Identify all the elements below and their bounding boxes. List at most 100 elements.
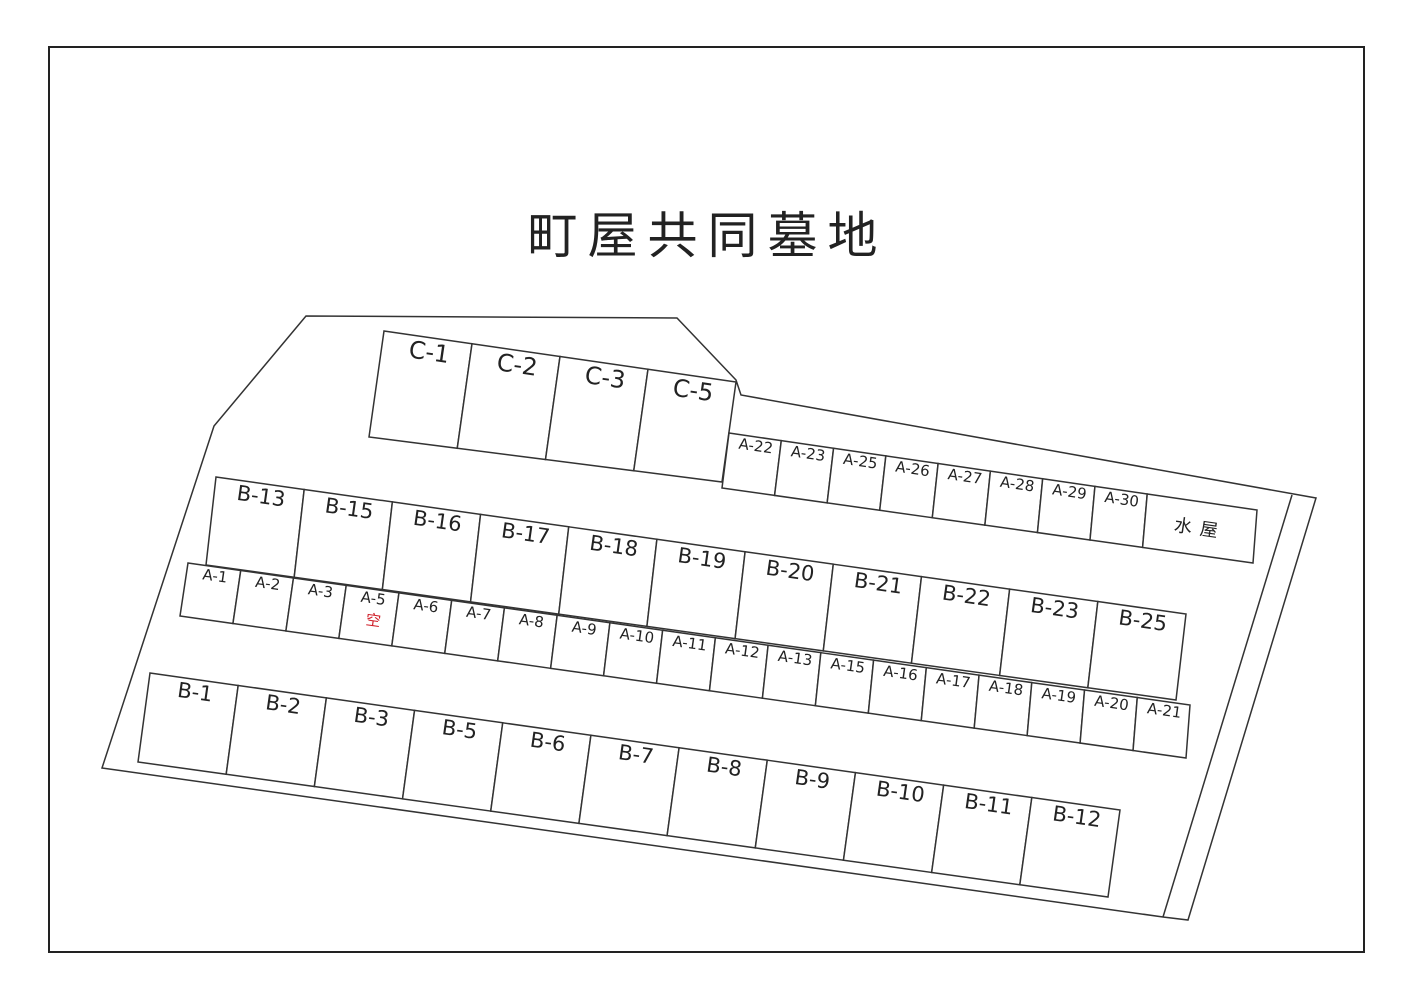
plot-label: A-19 xyxy=(1041,684,1078,707)
plot-label: B-6 xyxy=(529,728,567,757)
plot-A-30[interactable]: A-30 xyxy=(1089,485,1149,549)
plot-A-11[interactable]: A-11 xyxy=(655,629,717,692)
plot-label: C-1 xyxy=(407,335,451,369)
plot-outline xyxy=(1132,696,1191,759)
plot-label: C-2 xyxy=(495,348,539,382)
plot-label: A-6 xyxy=(412,595,439,616)
plot-label: A-22 xyxy=(738,435,775,458)
plot-outline xyxy=(1141,493,1258,564)
plot-B-9[interactable]: B-9 xyxy=(754,759,857,862)
plot-A-17[interactable]: A-17 xyxy=(920,666,980,729)
plot-A-21[interactable]: A-21 xyxy=(1132,696,1191,759)
plot-label: A-18 xyxy=(988,677,1025,700)
plot-B-3[interactable]: B-3 xyxy=(313,697,416,800)
plot-label: B-1 xyxy=(176,678,214,707)
plot-B-25[interactable]: B-25 xyxy=(1086,600,1187,701)
plot-outline xyxy=(1086,600,1187,701)
plot-label: A-29 xyxy=(1051,480,1088,503)
plot-A-19[interactable]: A-19 xyxy=(1026,681,1086,744)
plot-A-13[interactable]: A-13 xyxy=(761,644,822,707)
plot-label: A-2 xyxy=(254,573,281,594)
plot-A-5[interactable]: A-5空 xyxy=(337,584,400,647)
plot-A-3[interactable]: A-3 xyxy=(285,577,348,640)
plot-B-11[interactable]: B-11 xyxy=(930,784,1033,886)
plot-label: A-28 xyxy=(999,473,1036,496)
plot-B-22[interactable]: B-22 xyxy=(910,575,1011,677)
facility-water-house[interactable]: 水屋 xyxy=(1141,493,1258,564)
plot-A-29[interactable]: A-29 xyxy=(1036,477,1096,541)
plot-label: A-9 xyxy=(571,618,598,639)
plot-B-10[interactable]: B-10 xyxy=(842,771,945,874)
plot-C-2[interactable]: C-2 xyxy=(456,342,561,461)
plot-A-9[interactable]: A-9 xyxy=(549,614,611,677)
plot-outline xyxy=(1018,796,1121,898)
plot-A-16[interactable]: A-16 xyxy=(867,659,928,722)
plot-label: A-5 xyxy=(360,588,387,609)
plot-B-16[interactable]: B-16 xyxy=(381,501,482,603)
plot-A-7[interactable]: A-7 xyxy=(443,599,506,662)
plot-label: B-5 xyxy=(440,715,478,744)
plot-label: A-17 xyxy=(935,669,972,692)
plot-label: B-2 xyxy=(264,690,302,719)
plot-A-6[interactable]: A-6 xyxy=(390,592,453,655)
plot-B-23[interactable]: B-23 xyxy=(998,588,1099,689)
plot-label: B-8 xyxy=(705,753,743,782)
plot-B-20[interactable]: B-20 xyxy=(734,550,835,652)
plot-label: A-10 xyxy=(619,624,656,647)
plot-outline xyxy=(632,368,737,483)
page-title: 町屋共同墓地 xyxy=(527,207,888,265)
plot-B-2[interactable]: B-2 xyxy=(225,684,328,788)
plot-label: A-7 xyxy=(465,603,492,624)
plot-label: A-8 xyxy=(518,610,545,631)
map-frame xyxy=(48,46,1365,953)
plot-A-26[interactable]: A-26 xyxy=(878,455,939,519)
plot-C-5[interactable]: C-5 xyxy=(632,368,737,483)
plot-label: A-12 xyxy=(724,639,761,662)
plot-label: B-7 xyxy=(617,740,655,769)
plot-B-1[interactable]: B-1 xyxy=(137,672,240,776)
plot-B-13[interactable]: B-13 xyxy=(205,476,306,579)
plot-A-1[interactable]: A-1 xyxy=(179,562,242,625)
plot-A-23[interactable]: A-23 xyxy=(773,439,835,504)
plot-label: A-16 xyxy=(882,662,919,685)
plot-C-3[interactable]: C-3 xyxy=(544,355,649,472)
plot-B-18[interactable]: B-18 xyxy=(557,525,658,628)
plot-B-7[interactable]: B-7 xyxy=(578,734,680,837)
plot-label: A-3 xyxy=(307,580,334,601)
plot-A-20[interactable]: A-20 xyxy=(1079,689,1139,752)
plot-C-1[interactable]: C-1 xyxy=(368,330,473,450)
plot-label: A-27 xyxy=(947,465,984,488)
plot-A-8[interactable]: A-8 xyxy=(496,606,558,670)
plot-A-15[interactable]: A-15 xyxy=(814,651,875,715)
plot-B-21[interactable]: B-21 xyxy=(822,563,923,665)
plot-A-18[interactable]: A-18 xyxy=(973,674,1033,737)
plot-B-19[interactable]: B-19 xyxy=(646,538,746,640)
plot-label: A-23 xyxy=(790,442,827,465)
cemetery-boundary xyxy=(101,315,1317,921)
plot-label: A-1 xyxy=(201,565,228,586)
plot-A-25[interactable]: A-25 xyxy=(826,447,887,512)
plot-A-27[interactable]: A-27 xyxy=(931,462,992,526)
plot-label: A-15 xyxy=(830,654,867,677)
plot-A-10[interactable]: A-10 xyxy=(602,621,664,685)
plot-label: A-30 xyxy=(1103,488,1140,511)
plot-B-6[interactable]: B-6 xyxy=(489,721,592,825)
plot-A-28[interactable]: A-28 xyxy=(984,470,1044,534)
plot-B-8[interactable]: B-8 xyxy=(666,746,769,849)
plot-label: C-3 xyxy=(583,361,627,395)
plot-B-12[interactable]: B-12 xyxy=(1018,796,1121,898)
plot-label: C-5 xyxy=(671,374,715,408)
plot-A-12[interactable]: A-12 xyxy=(708,636,769,700)
plot-A-2[interactable]: A-2 xyxy=(232,569,295,632)
plot-A-22[interactable]: A-22 xyxy=(721,432,783,497)
plot-label: A-26 xyxy=(894,458,931,481)
plot-B-5[interactable]: B-5 xyxy=(401,709,504,812)
plot-B-17[interactable]: B-17 xyxy=(469,513,570,615)
vacancy-mark: 空 xyxy=(365,610,382,630)
plot-label: B-9 xyxy=(793,765,831,794)
plot-label: A-20 xyxy=(1093,692,1130,715)
plot-label: A-21 xyxy=(1146,699,1183,722)
plot-B-15[interactable]: B-15 xyxy=(293,488,394,591)
plot-label: A-11 xyxy=(671,632,708,655)
